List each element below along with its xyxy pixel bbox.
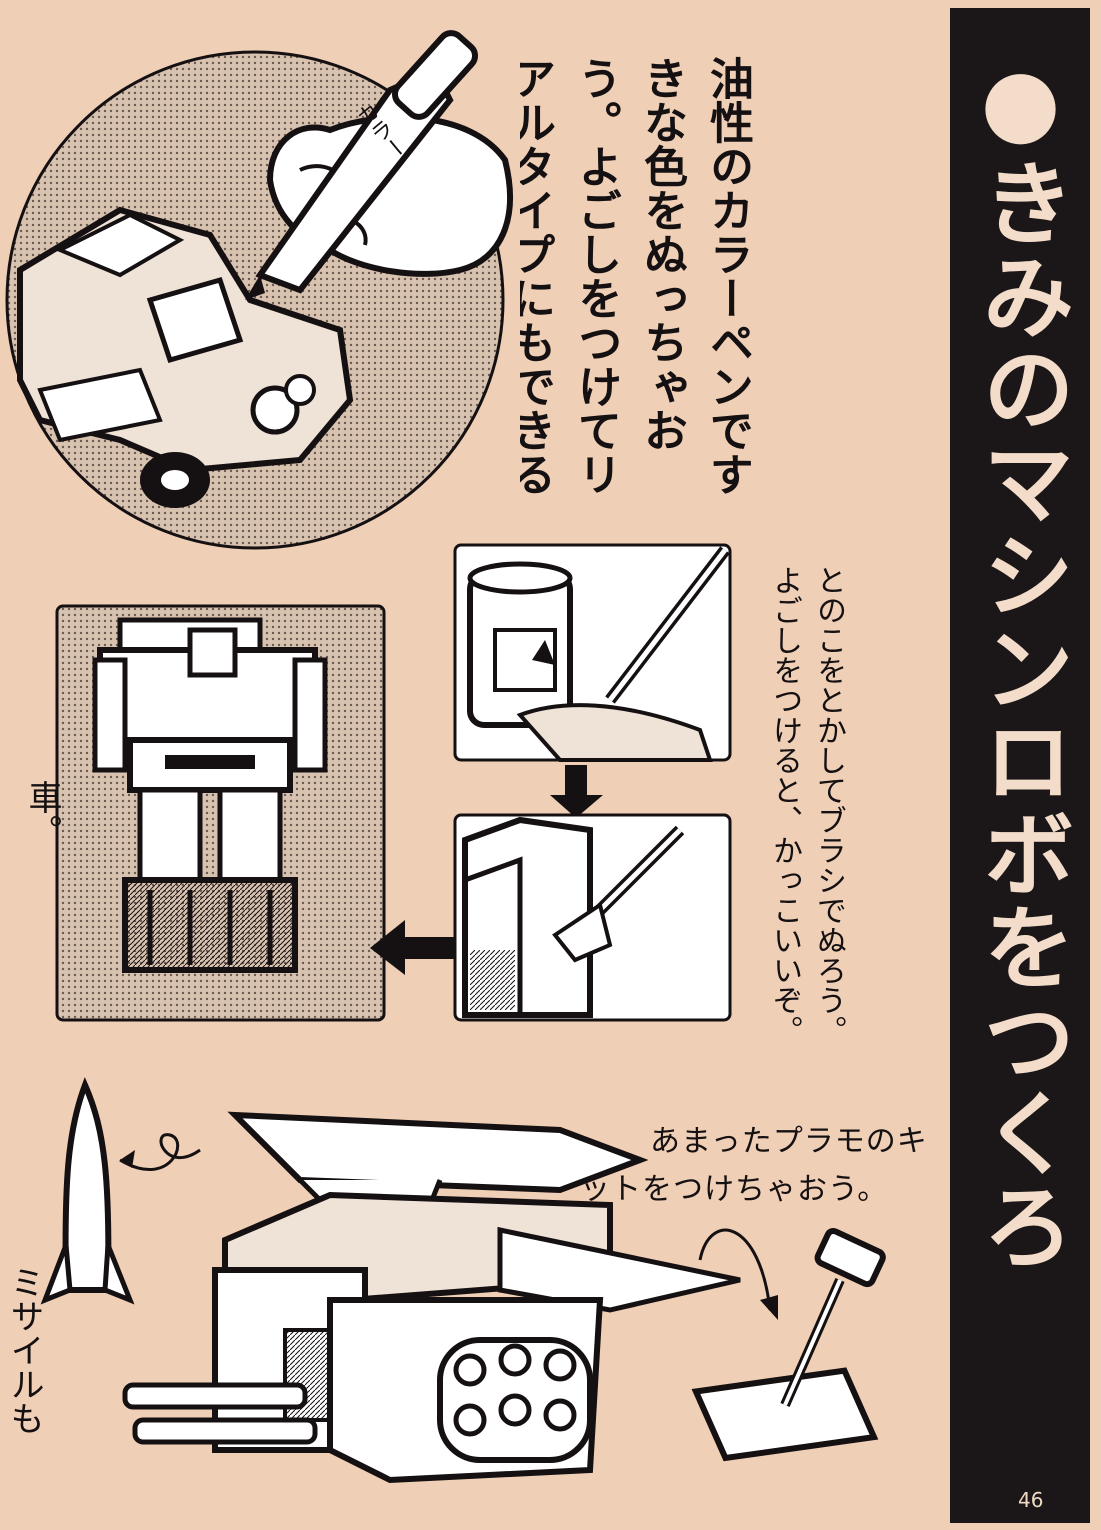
kit-caption: あまったプラモのキ ットをつけちゃおう。 xyxy=(580,1118,950,1218)
missile-tank-robot-icon xyxy=(122,1111,741,1484)
kit-caption-line2: ットをつけちゃおう。 xyxy=(580,1172,889,1207)
kit-caption-line1: あまったプラモのキ xyxy=(650,1124,928,1159)
page-title: ●きみのマシンロボをつくろう!! xyxy=(967,48,1074,1272)
arrow-down-icon xyxy=(550,765,603,818)
paint-jar-brush-icon xyxy=(453,543,732,762)
missile-fragment-text: ミサイルも xyxy=(4,1265,44,1435)
pen-hand-car-icon xyxy=(5,30,513,550)
page-number: 46 xyxy=(1018,1488,1044,1512)
brush-painting-block-icon xyxy=(453,813,732,1022)
left-fragment-text: 車。 xyxy=(22,780,62,848)
title-banner xyxy=(950,8,1090,1523)
missile-icon xyxy=(40,1077,201,1305)
brush-caption: とのこをとかしてブラシでぬろう。よごしをつけると、かっこいいぞ。 xyxy=(767,565,846,1045)
body-text: 油性のカラーペンですきな色をぬっちゃおう。よごしをつけてリアルタイプにもできるぞ… xyxy=(520,56,753,496)
arrow-left-icon xyxy=(370,920,455,975)
glue-bottle-icon xyxy=(691,1227,886,1462)
robot-tone-panel-icon xyxy=(55,604,386,1022)
